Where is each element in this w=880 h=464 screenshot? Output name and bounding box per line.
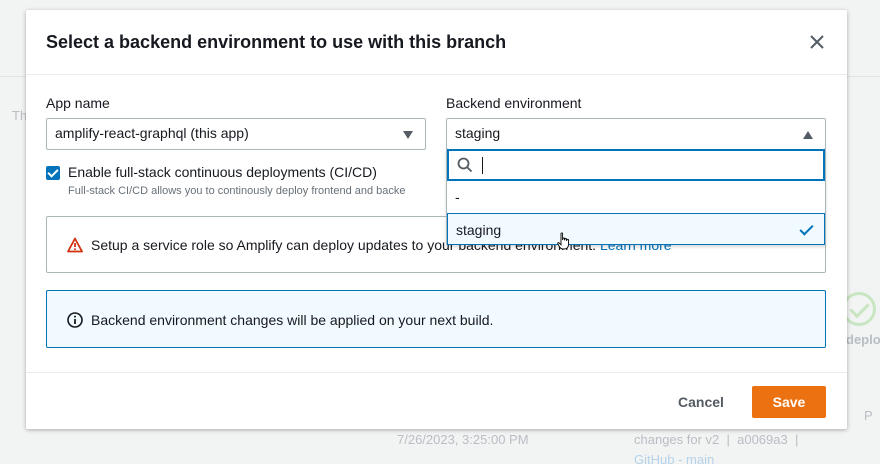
cancel-button[interactable]: Cancel xyxy=(678,394,724,410)
checkmark-icon xyxy=(799,221,814,236)
bg-commit-message: changes for v2 | a0069a3 | xyxy=(634,432,799,447)
close-icon[interactable] xyxy=(809,34,825,50)
save-button[interactable]: Save xyxy=(752,386,826,418)
dropdown-option-staging[interactable]: staging xyxy=(447,213,825,245)
backend-env-info: Backend environment changes will be appl… xyxy=(46,290,826,348)
hand-cursor-icon xyxy=(557,232,569,250)
bg-success-icon xyxy=(842,292,876,326)
cicd-description: Full-stack CI/CD allows you to continous… xyxy=(68,185,406,197)
app-name-label: App name xyxy=(46,95,110,111)
bg-partial-text-right: deplo xyxy=(846,332,880,347)
bg-repo-link: GitHub - main xyxy=(634,452,715,464)
text-cursor xyxy=(482,157,483,174)
backend-env-label: Backend environment xyxy=(446,95,582,111)
warning-icon xyxy=(67,237,83,253)
bg-timestamp: 7/26/2023, 3:25:00 PM xyxy=(397,432,529,447)
caret-down-icon xyxy=(403,131,413,139)
cicd-checkbox[interactable] xyxy=(46,166,60,180)
app-name-select[interactable]: amplify-react-graphql (this app) xyxy=(46,118,426,150)
bg-partial-text-right2: P xyxy=(864,408,873,423)
info-icon xyxy=(67,312,83,328)
backend-env-value: staging xyxy=(455,125,501,141)
modal-footer: Cancel Save xyxy=(26,372,847,429)
info-text: Backend environment changes will be appl… xyxy=(91,312,494,328)
backend-env-select[interactable]: staging xyxy=(446,118,826,150)
cicd-label: Enable full-stack continuous deployments… xyxy=(68,164,377,180)
dropdown-search-input[interactable] xyxy=(485,155,815,177)
dropdown-search[interactable] xyxy=(447,149,825,181)
search-icon xyxy=(457,157,473,173)
backend-env-dropdown: - staging xyxy=(446,149,826,245)
modal-header: Select a backend environment to use with… xyxy=(26,10,847,75)
option-label: staging xyxy=(456,222,502,238)
modal-title: Select a backend environment to use with… xyxy=(46,32,507,52)
app-name-value: amplify-react-graphql (this app) xyxy=(55,125,249,141)
caret-up-icon xyxy=(803,131,813,139)
bg-partial-text: Th xyxy=(12,108,28,123)
dropdown-option-none[interactable]: - xyxy=(455,189,460,205)
